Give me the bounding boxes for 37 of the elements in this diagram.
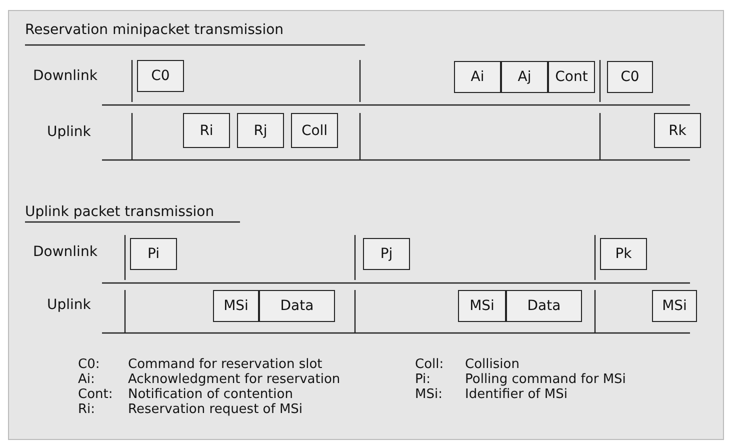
row-label: Uplink	[47, 124, 91, 140]
packet-slot: Coll	[291, 113, 338, 148]
section-heading: Reservation minipacket transmission	[25, 22, 284, 38]
row-label: Downlink	[33, 244, 98, 260]
row-label: Uplink	[47, 297, 91, 313]
packet-slot: MSi	[652, 290, 697, 322]
legend-key: C0:	[78, 357, 100, 373]
packet-slot: Data	[259, 290, 335, 322]
packet-slot: Pj	[363, 238, 410, 270]
packet-slot: Aj	[501, 61, 548, 93]
legend-description: Polling command for MSi	[465, 372, 626, 388]
legend-key: Cont:	[78, 387, 113, 403]
packet-slot: Cont	[548, 61, 595, 93]
legend-key: Coll:	[415, 357, 444, 373]
packet-slot: C0	[137, 60, 184, 92]
section-heading: Uplink packet transmission	[25, 204, 214, 220]
packet-slot: Rk	[654, 113, 701, 148]
packet-slot: Pi	[130, 238, 177, 270]
packet-slot: Pk	[600, 238, 647, 270]
legend-description: Identifier of MSi	[465, 387, 568, 403]
packet-slot: Ri	[183, 113, 230, 148]
packet-slot: Rj	[237, 113, 284, 148]
legend-description: Collision	[465, 357, 520, 373]
legend-description: Command for reservation slot	[128, 357, 322, 373]
packet-slot: MSi	[213, 290, 259, 322]
legend-key: Ai:	[78, 372, 95, 388]
legend-description: Reservation request of MSi	[128, 402, 303, 418]
packet-slot: MSi	[458, 290, 506, 322]
legend-key: Pi:	[415, 372, 431, 388]
legend-key: Ri:	[78, 402, 96, 418]
legend-description: Notification of contention	[128, 387, 293, 403]
packet-slot: C0	[607, 61, 653, 93]
packet-slot: Ai	[454, 61, 501, 93]
packet-slot: Data	[506, 290, 582, 322]
legend-key: MSi:	[415, 387, 442, 403]
legend-description: Acknowledgment for reservation	[128, 372, 340, 388]
row-label: Downlink	[33, 68, 98, 84]
